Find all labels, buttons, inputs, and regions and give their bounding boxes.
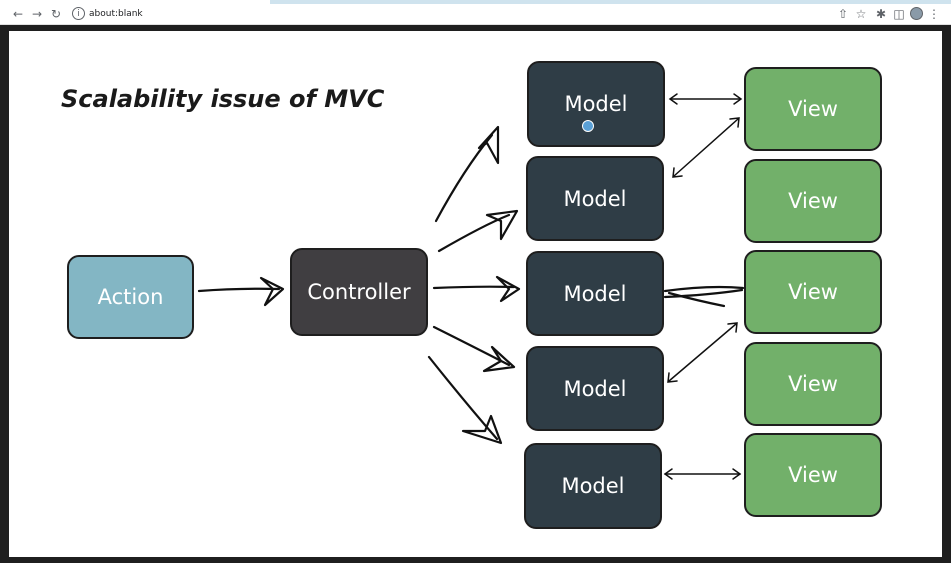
cursor-indicator-icon (582, 120, 594, 132)
model-label: Model (561, 474, 625, 498)
action-node: Action (67, 255, 194, 339)
view-node-3: View (744, 250, 882, 334)
arrow-controller-to-model-5 (427, 355, 503, 445)
view-node-2: View (744, 159, 882, 243)
view-label: View (788, 280, 838, 304)
arrow-model-2-to-view-1 (672, 117, 740, 178)
arrow-model-3-to-view-3 (663, 285, 745, 308)
model-label: Model (564, 92, 628, 116)
site-info-icon[interactable]: i (72, 7, 85, 20)
arrow-action-to-controller (197, 276, 285, 307)
share-icon[interactable]: ⇧ (837, 7, 849, 21)
arrow-controller-to-model-3 (432, 275, 521, 303)
view-label: View (788, 189, 838, 213)
view-node-1: View (744, 67, 882, 151)
arrow-controller-to-model-2 (437, 209, 519, 253)
view-node-4: View (744, 342, 882, 426)
connector-layer (197, 93, 745, 480)
model-node-5: Model (524, 443, 662, 529)
arrow-controller-to-model-4 (432, 325, 516, 373)
browser-toolbar: ← → ↻ i about:blank ⇧ ☆ ✱ ◫ ⋮ (0, 4, 951, 25)
model-label: Model (563, 186, 627, 211)
model-node-2: Model (526, 156, 664, 241)
view-label: View (788, 463, 838, 487)
controller-label: Controller (307, 280, 411, 304)
arrow-controller-to-model-1 (434, 125, 500, 223)
controller-node: Controller (290, 248, 428, 336)
avatar[interactable] (910, 7, 923, 20)
kebab-menu-icon[interactable]: ⋮ (928, 7, 940, 21)
arrow-model-4-to-view-3 (667, 322, 738, 383)
arrow-model-1-to-view-1 (668, 93, 743, 105)
model-label: Model (563, 281, 627, 306)
diagram-slide: Scalability issue of MVC (9, 31, 942, 557)
model-node-1: Model (527, 61, 665, 147)
view-node-5: View (744, 433, 882, 517)
active-tab[interactable] (0, 0, 270, 4)
view-label: View (788, 372, 838, 396)
arrow-left-icon[interactable]: ← (12, 7, 24, 21)
arrow-right-icon[interactable]: → (31, 7, 43, 21)
slide-title: Scalability issue of MVC (61, 85, 385, 113)
model-label: Model (563, 376, 627, 401)
tab-bar-background (270, 0, 951, 4)
puzzle-icon[interactable]: ✱ (875, 7, 887, 21)
tab-strip (0, 0, 951, 4)
model-node-3: Model (526, 251, 664, 336)
arrow-model-5-to-view-5 (663, 468, 742, 480)
reload-icon[interactable]: ↻ (50, 7, 62, 21)
address-bar[interactable]: about:blank (89, 9, 143, 19)
action-label: Action (97, 285, 164, 309)
star-icon[interactable]: ☆ (855, 7, 867, 21)
model-node-4: Model (526, 346, 664, 431)
view-label: View (788, 97, 838, 121)
side-panel-icon[interactable]: ◫ (893, 7, 905, 21)
